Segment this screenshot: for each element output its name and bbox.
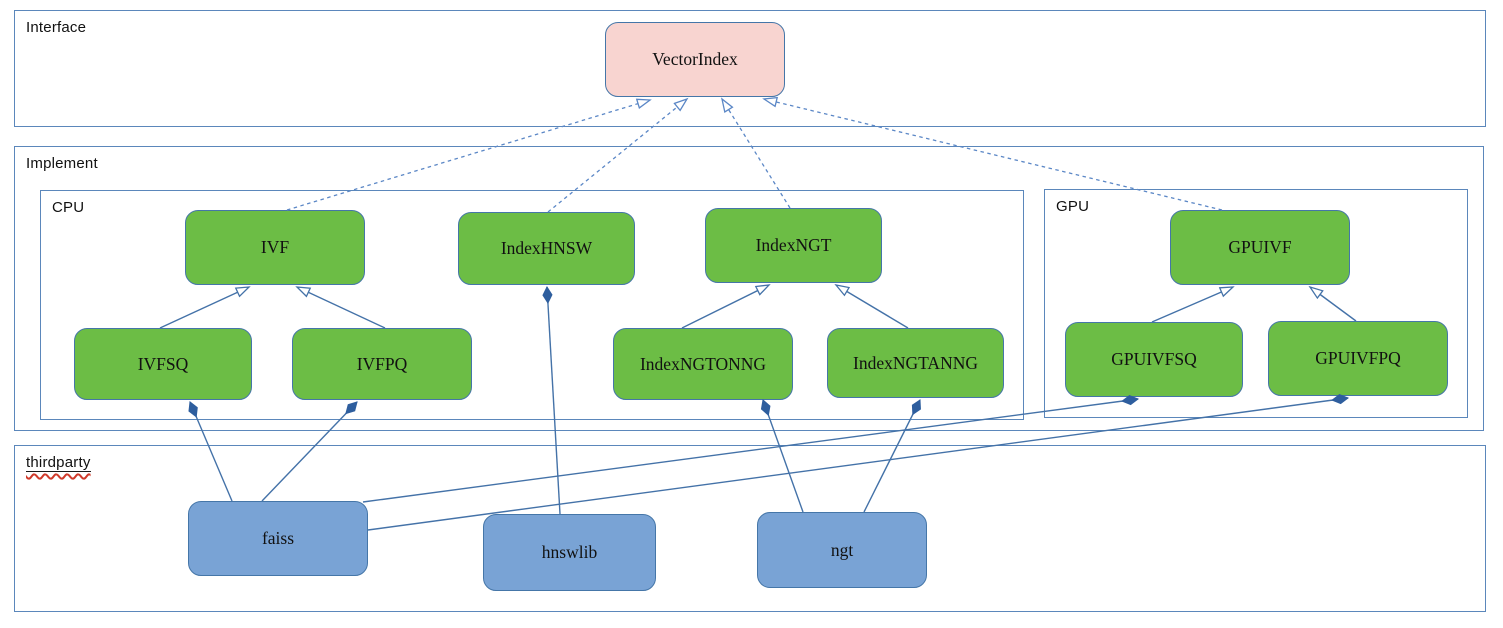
node-ivfsq-label: IVFSQ [137,353,189,374]
node-gpuivfpq-label: GPUIVFPQ [1315,348,1401,368]
container-implement-label: Implement [26,155,98,172]
node-ivfpq[interactable]: IVFPQ [292,328,472,400]
node-faiss-label: faiss [261,528,295,548]
node-gpuivf-label: GPUIVF [1228,237,1292,257]
node-gpuivfsq[interactable]: GPUIVFSQ [1065,322,1243,397]
node-ivf-label: IVF [260,237,290,257]
node-indexngtanng-label: IndexNGTANNG [853,352,978,373]
container-gpu-label: GPU [1056,198,1090,215]
node-gpuivfpq[interactable]: GPUIVFPQ [1268,321,1448,396]
node-gpuivf[interactable]: GPUIVF [1170,210,1350,285]
node-vectorindex-label: VectorIndex [652,49,738,69]
container-interface-label: Interface [26,19,87,36]
node-hnswlib-label: hnswlib [541,542,598,562]
node-indexhnsw-label: IndexHNSW [500,238,593,258]
node-hnswlib[interactable]: hnswlib [483,514,656,591]
container-cpu-label: CPU [52,199,85,216]
node-gpuivfsq-label: GPUIVFSQ [1111,349,1197,369]
container-thirdparty-label: thirdparty [26,454,91,472]
node-indexhnsw[interactable]: IndexHNSW [458,212,635,285]
node-indexngt[interactable]: IndexNGT [705,208,882,283]
node-indexngt-label: IndexNGT [755,235,832,255]
node-ivfpq-label: IVFPQ [356,353,408,374]
node-ivfsq[interactable]: IVFSQ [74,328,252,400]
container-thirdparty-label-text: thirdparty [26,454,91,472]
node-indexngtanng[interactable]: IndexNGTANNG [827,328,1004,398]
node-ngt-label: ngt [830,539,854,560]
node-indexngtonng[interactable]: IndexNGTONNG [613,328,793,400]
node-vectorindex[interactable]: VectorIndex [605,22,785,97]
node-ngt[interactable]: ngt [757,512,927,588]
node-ivf[interactable]: IVF [185,210,365,285]
node-faiss[interactable]: faiss [188,501,368,576]
node-indexngtonng-label: IndexNGTONNG [639,353,767,374]
